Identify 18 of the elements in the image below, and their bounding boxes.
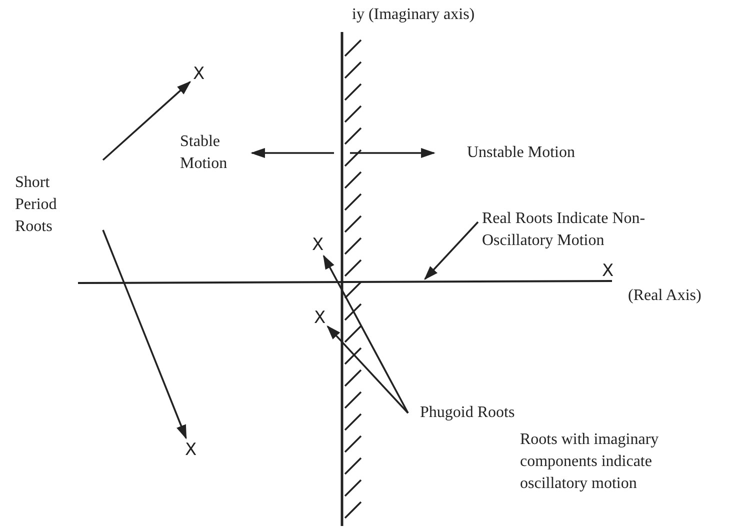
root-marker: X — [314, 309, 326, 327]
leader-arrow — [424, 221, 479, 280]
annotation-text: Stable Motion — [180, 131, 270, 175]
axis-label: iy (Imaginary axis) — [352, 5, 475, 25]
arrow — [326, 325, 409, 414]
root-marker: X — [193, 65, 205, 83]
annotation-text: Real Roots Indicate Non-Oscillatory Motion — [482, 208, 677, 252]
axis-end-marker: X — [602, 262, 614, 280]
arrow — [102, 230, 187, 440]
annotation-text: Unstable Motion — [467, 142, 617, 164]
root-marker: X — [312, 236, 324, 254]
axis-label: (Real Axis) — [628, 286, 702, 306]
arrow — [322, 254, 409, 414]
root-marker: X — [185, 441, 197, 459]
arrow — [102, 80, 192, 161]
annotation-text: Phugoid Roots — [420, 402, 560, 424]
annotation-text: Short Period Roots — [15, 172, 85, 238]
annotation-text: Roots with imaginary components indicate oscillatory motion — [520, 430, 660, 494]
